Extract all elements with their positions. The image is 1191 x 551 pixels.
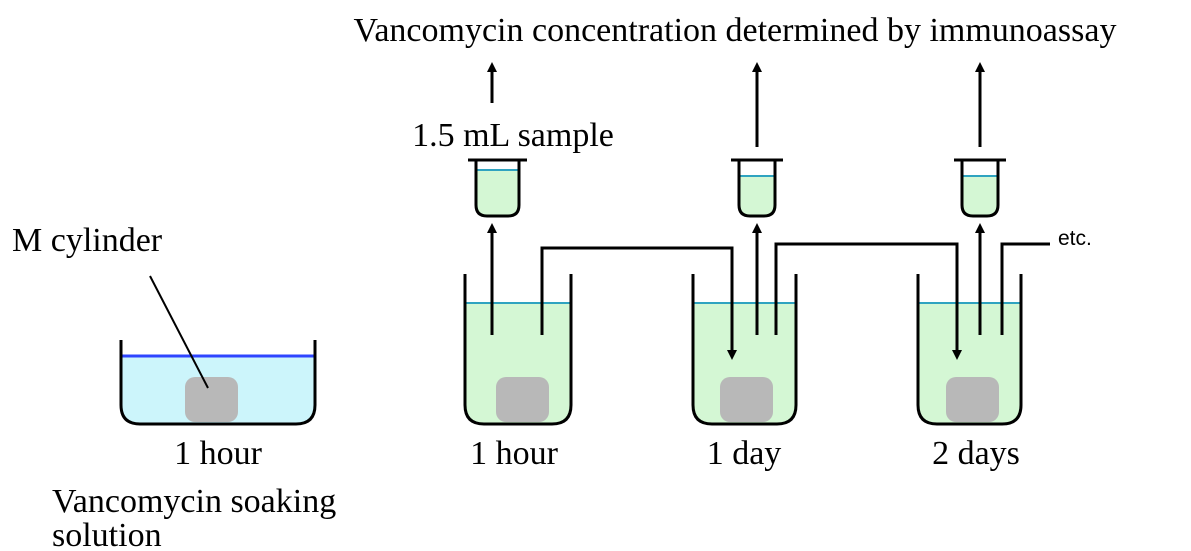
- m-cylinder-1: [496, 377, 549, 422]
- release-beaker-3: [916, 274, 1023, 426]
- soaking-beaker: [119, 340, 317, 426]
- transfer-line-2: [774, 242, 962, 360]
- release-beaker-1: [463, 274, 573, 426]
- m-cylinder-3: [946, 377, 999, 422]
- sample-tube-1: [468, 158, 527, 218]
- sample-tube-2: [731, 158, 783, 218]
- m-cylinder-2: [720, 377, 773, 422]
- soak-solution-label-line2: solution: [52, 517, 162, 551]
- time-label-1: 1 hour: [470, 435, 559, 472]
- cylinder-label: M cylinder: [12, 222, 163, 259]
- time-label-2: 1 day: [707, 435, 782, 472]
- etc-label: etc.: [1058, 227, 1092, 250]
- sample-tube-3: [954, 158, 1006, 218]
- diagram-title: Vancomycin concentration determined by i…: [354, 12, 1117, 49]
- sample-label: 1.5 mL sample: [412, 117, 614, 154]
- transfer-line-3: [1000, 242, 1050, 335]
- release-beaker-2: [691, 274, 798, 426]
- soak-solution-label-line1: Vancomycin soaking: [52, 483, 336, 520]
- transfer-line-1: [540, 246, 737, 360]
- cylinder-pointer: [149, 275, 209, 389]
- time-label-3: 2 days: [932, 435, 1020, 472]
- soak-time-label: 1 hour: [174, 435, 263, 472]
- m-cylinder-soak: [185, 377, 238, 422]
